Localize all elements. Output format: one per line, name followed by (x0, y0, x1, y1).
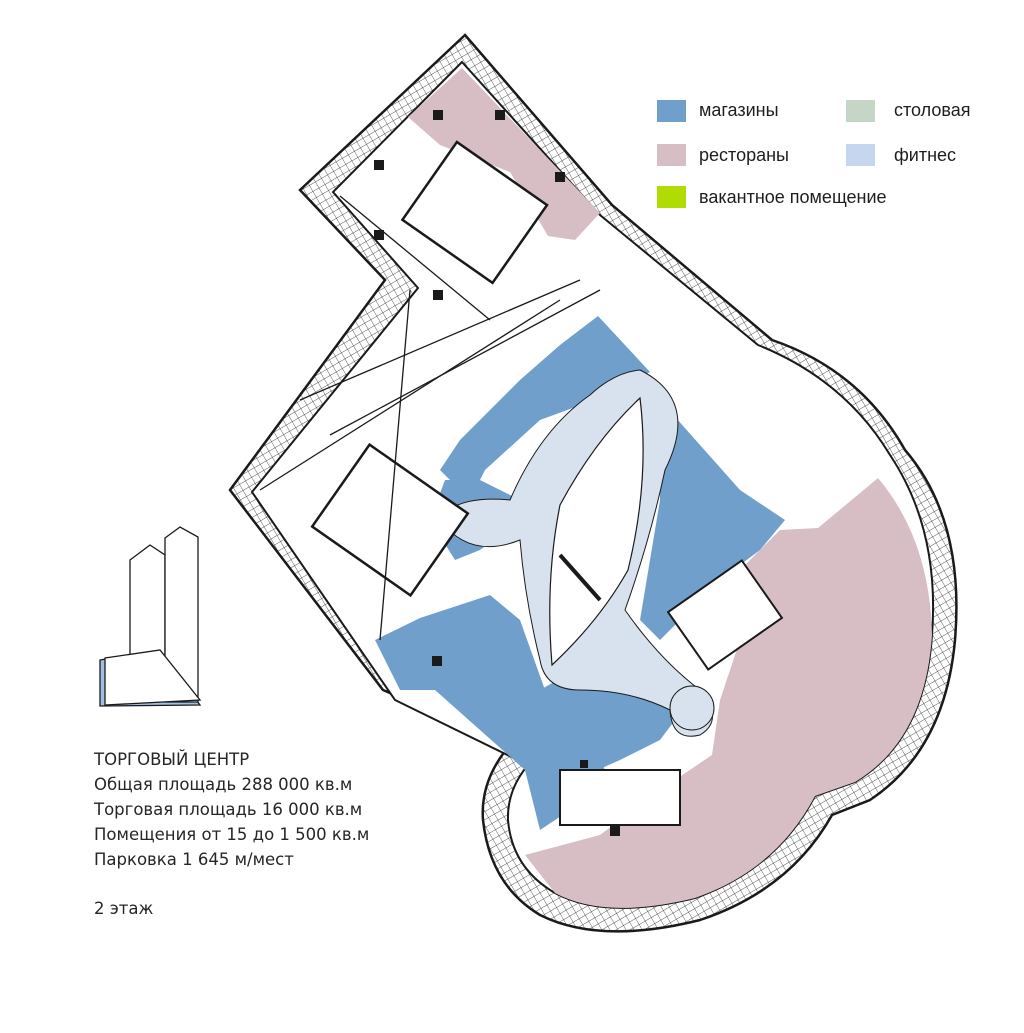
atrium-void (549, 396, 644, 667)
legend-label-restaurants: рестораны (699, 145, 789, 165)
legend: магазины столовая рестораны фитнес вакан… (657, 100, 971, 208)
core-north (400, 140, 549, 285)
legend-swatch-restaurants (657, 144, 686, 166)
info-total-area: Общая площадь 288 000 кв.м (94, 775, 353, 794)
info-units: Помещения от 15 до 1 500 кв.м (94, 825, 370, 844)
legend-swatch-vacant (657, 186, 686, 208)
zone-restaurant-east (525, 478, 932, 908)
towers-illustration (99, 526, 202, 707)
info-title: ТОРГОВЫЙ ЦЕНТР (94, 750, 250, 769)
info-floor: 2 этаж (94, 899, 154, 918)
columns (374, 110, 620, 836)
legend-label-canteen: столовая (894, 100, 971, 120)
zone-shops-north (440, 316, 650, 500)
zone-shops-west (375, 595, 610, 830)
tower-podium (104, 649, 202, 706)
core-east (666, 559, 784, 671)
core-south (559, 769, 681, 826)
legend-label-fitness: фитнес (894, 145, 956, 165)
info-parking: Парковка 1 645 м/мест (94, 850, 294, 869)
escalator (558, 553, 602, 602)
info-block: ТОРГОВЫЙ ЦЕНТР Общая площадь 288 000 кв.… (94, 747, 369, 921)
legend-swatch-fitness (846, 144, 875, 166)
ramp-lines (259, 195, 601, 641)
info-retail-area: Торговая площадь 16 000 кв.м (94, 800, 363, 819)
zone-shops-east (640, 400, 785, 640)
legend-swatch-shops (657, 100, 686, 122)
zone-restaurant-north (408, 68, 600, 240)
atrium-rotunda (669, 685, 715, 731)
legend-label-shops: магазины (699, 100, 779, 120)
legend-swatch-canteen (846, 100, 875, 122)
legend-label-vacant: вакантное помещение (699, 187, 887, 207)
